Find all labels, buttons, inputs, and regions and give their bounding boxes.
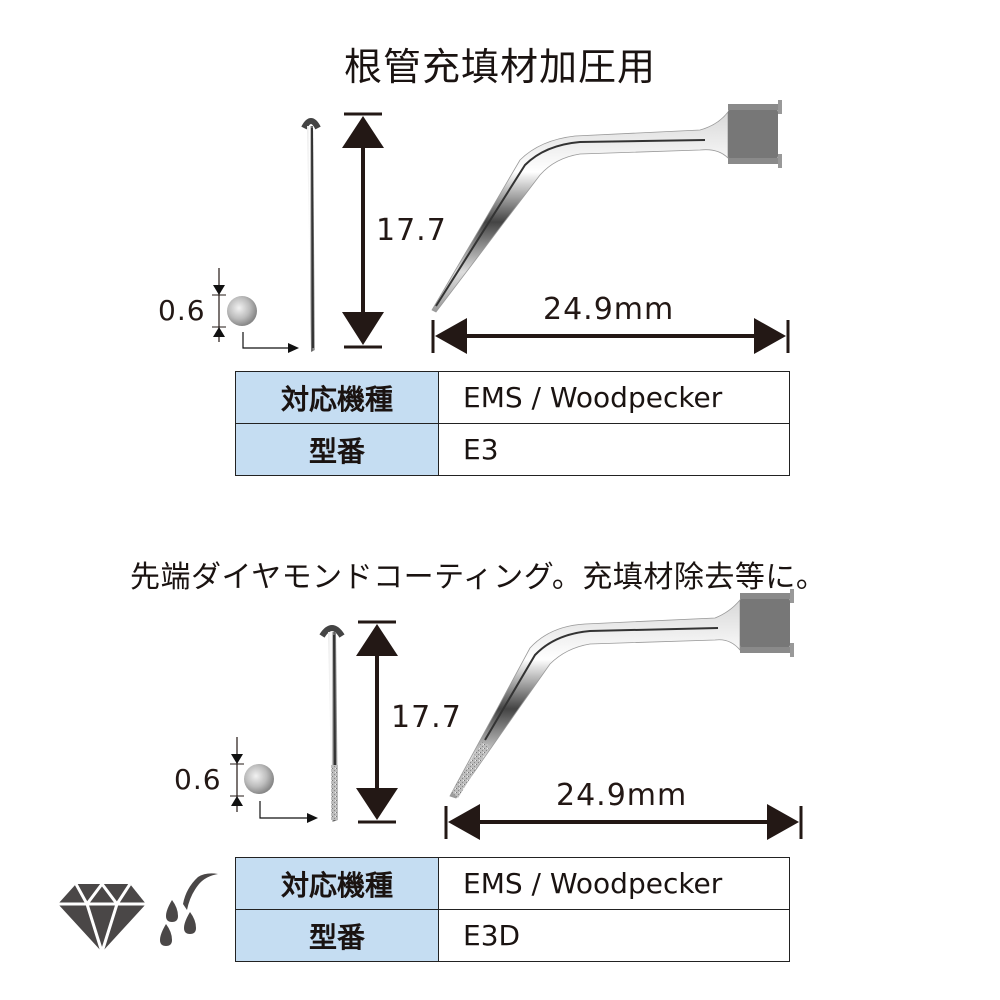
vertical-length-label-2: 17.7 [391,700,462,735]
table-row: 型番 E3 [235,423,790,476]
model-number-value: E3 [438,423,790,476]
model-number-label: 型番 [235,423,439,476]
model-number-label: 型番 [235,909,439,962]
cross-section-icon [227,296,257,326]
table-row: 対応機種 EMS / Woodpecker [235,857,790,910]
compatible-models-label: 対応機種 [235,857,439,910]
compatible-models-value: EMS / Woodpecker [438,371,790,424]
diameter-label-1: 0.6 [158,294,206,327]
vertical-length-label-1: 17.7 [376,213,447,248]
table-row: 型番 E3D [235,909,790,962]
compatible-models-label: 対応機種 [235,371,439,424]
compatible-models-value: EMS / Woodpecker [438,857,790,910]
diameter-label-2: 0.6 [174,763,222,796]
model-number-value: E3D [438,909,790,962]
table-row: 対応機種 EMS / Woodpecker [235,371,790,424]
spec-table-2: 対応機種 EMS / Woodpecker 型番 E3D [235,857,790,962]
section-2-heading: 先端ダイヤモンドコーティング。充填材除去等に。 [130,560,827,595]
section-1-heading: 根管充填材加圧用 [344,45,657,89]
horizontal-length-label-1: 24.9mm [543,292,675,327]
cross-section-icon [244,764,274,794]
horizontal-length-label-2: 24.9mm [556,778,688,813]
spec-table-1: 対応機種 EMS / Woodpecker 型番 E3 [235,371,790,476]
